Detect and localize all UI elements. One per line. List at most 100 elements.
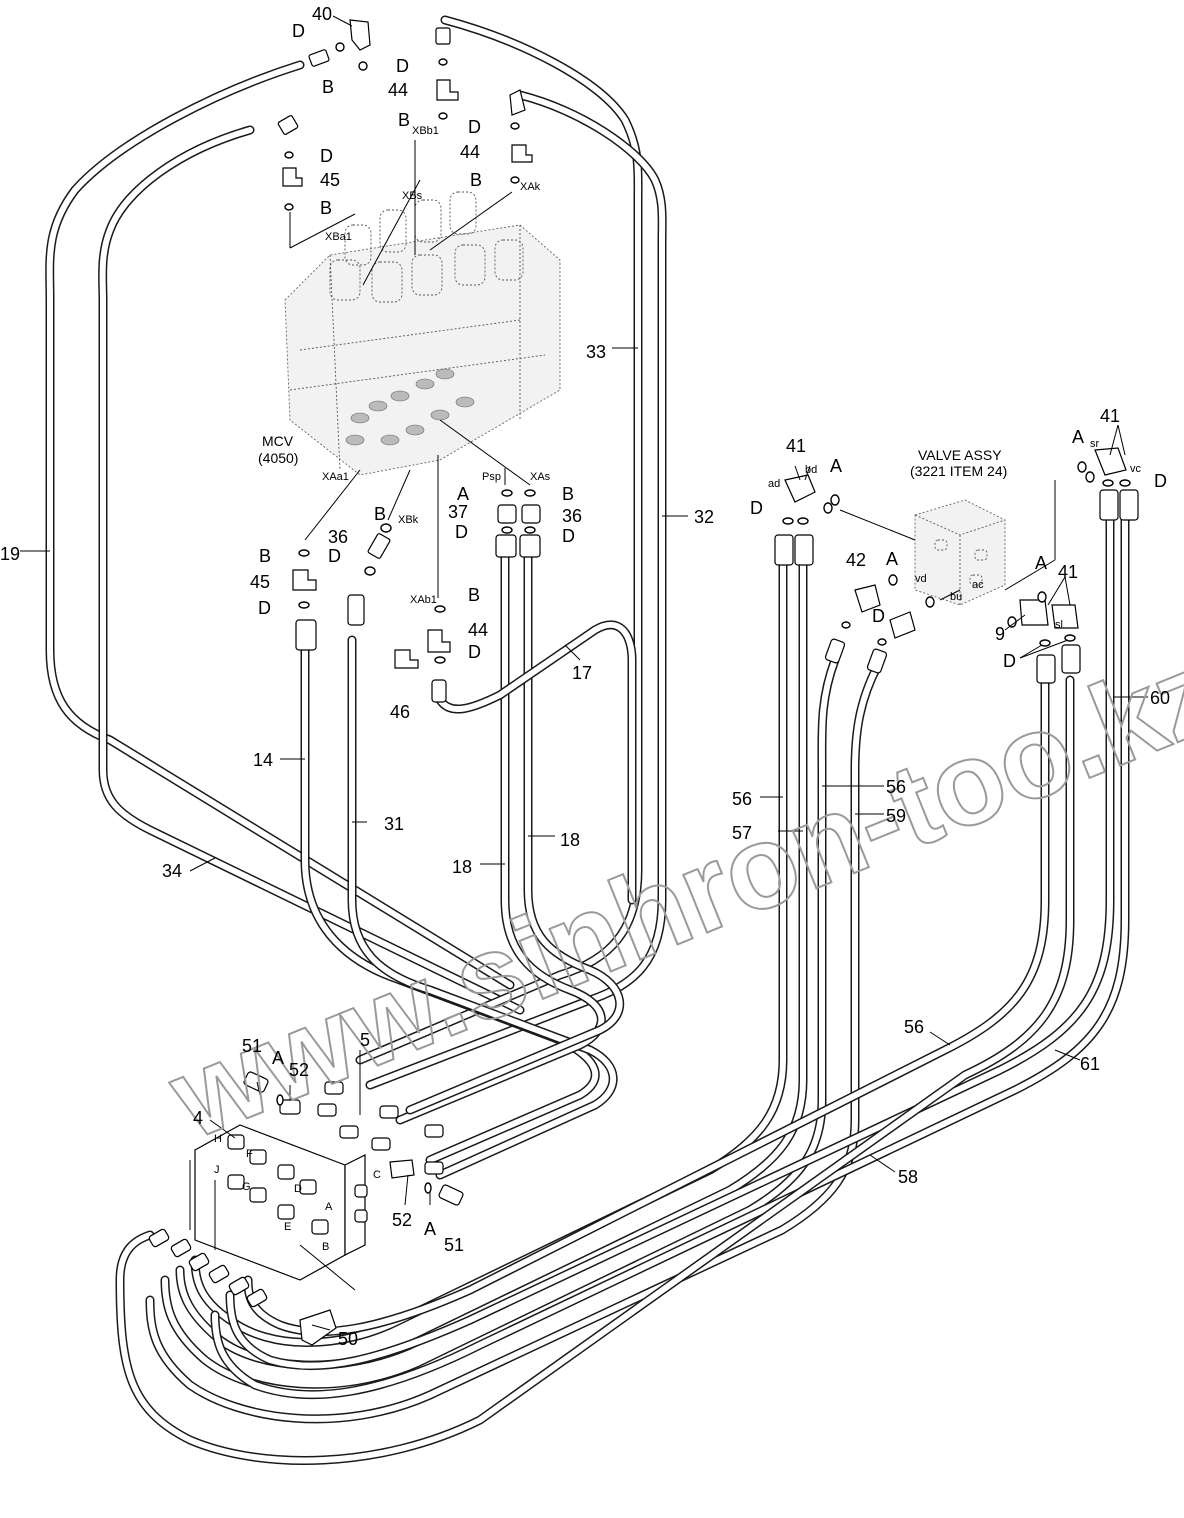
callout-56-a: 56 [732,789,752,809]
port-XBb1: XBb1 [412,125,439,137]
callout-51-b: 51 [444,1235,464,1255]
fittings [148,19,1139,1346]
callout-A-5: A [1035,553,1047,573]
callout-37: 37 [448,502,468,522]
hose-60 [225,515,1115,1371]
callout-57: 57 [732,823,752,843]
callout-41-a: 41 [786,436,806,456]
callout-56-b: 56 [886,777,906,797]
callout-A-7: A [424,1219,436,1239]
callout-50: 50 [338,1329,358,1349]
port-sl: sl [1055,619,1063,631]
hose-58 [115,675,1075,1465]
callout-56-c: 56 [904,1017,924,1037]
callout-40: 40 [312,4,332,24]
callout-D-5: D [455,522,468,542]
callout-D-2: D [396,56,409,76]
callout-A-4: A [1072,427,1084,447]
callout-32: 32 [694,507,714,527]
valve-label-line2: (3221 ITEM 24) [910,463,1007,479]
port-bd: bd [805,464,817,476]
callout-18-b: 18 [560,830,580,850]
hose-17 [435,620,637,905]
port-D: D [294,1183,302,1195]
port-XBk: XBk [398,514,419,526]
callout-A-2: A [830,456,842,476]
callout-59: 59 [886,806,906,826]
port-XAs: XAs [530,471,551,483]
callout-61: 61 [1080,1054,1100,1074]
callout-18-a: 18 [452,857,472,877]
callout-36-a: 36 [562,506,582,526]
manifold-block [194,1124,368,1281]
port-ad: ad [768,478,780,490]
callout-9: 9 [995,624,1005,644]
port-F: F [246,1148,253,1160]
callout-B-2: B [398,110,410,130]
port-B: B [322,1241,329,1253]
callout-42: 42 [846,550,866,570]
callout-B-6: B [374,504,386,524]
hose-34 [98,125,525,1015]
leader-lines [20,15,1148,1331]
callout-46: 46 [390,702,410,722]
hose-19 [45,60,515,990]
callout-44-b: 44 [460,142,480,162]
port-Psp: Psp [482,471,501,483]
valve-assy [914,499,1006,606]
callout-60: 60 [1150,688,1170,708]
port-XBs: XBs [402,190,423,202]
callout-34: 34 [162,861,182,881]
callout-36-b: 36 [328,527,348,547]
callout-A-6: A [272,1048,284,1068]
port-XAk: XAk [520,181,541,193]
hose-61 [210,515,1130,1400]
callout-B-5: B [562,484,574,504]
callout-D-11: D [872,606,885,626]
mcv-label-line2: (4050) [258,450,298,466]
mcv-label-line1: MCV [262,433,294,449]
callout-51-a: 51 [242,1036,262,1056]
callout-D-1: D [292,21,305,41]
hose-31 [347,635,618,1180]
port-J: J [214,1164,220,1176]
callout-41-b: 41 [1100,406,1120,426]
callout-D-9: D [468,642,481,662]
callout-41-c: 41 [1058,562,1078,582]
callout-A-1: A [457,484,469,504]
callout-5: 5 [360,1030,370,1050]
hose-56-a [190,560,788,1347]
port-XBa1: XBa1 [325,231,352,243]
callout-D-10: D [750,498,763,518]
hose-56-c [243,675,1050,1337]
valve-label-line1: VALVE ASSY [918,447,1002,463]
callout-45-b: 45 [250,572,270,592]
hose-32 [365,90,667,1090]
callout-D-8: D [258,598,271,618]
callout-31: 31 [384,814,404,834]
port-vd: vd [915,573,927,585]
callout-33: 33 [586,342,606,362]
port-vc: vc [1130,463,1142,475]
callout-4: 4 [193,1108,203,1128]
port-G: G [242,1181,251,1193]
callout-B-4: B [320,198,332,218]
mcv-block [284,191,561,476]
callout-D-3: D [468,117,481,137]
hose-18-right [405,550,625,1115]
callout-45-a: 45 [320,170,340,190]
callout-D-6: D [562,526,575,546]
hose-59 [145,660,883,1424]
callout-B-8: B [468,585,480,605]
callout-52-a: 52 [289,1060,309,1080]
callout-58: 58 [898,1167,918,1187]
o-rings [276,42,1131,1194]
port-ac: ac [972,579,984,591]
callout-D-7: D [328,546,341,566]
port-labels: XBs XBb1 XAk XBa1 XAa1 XBk XAb1 Psp XAs … [214,125,1142,1253]
callout-14: 14 [253,750,273,770]
callout-52-b: 52 [392,1210,412,1230]
callout-17: 17 [572,663,592,683]
port-sr: sr [1090,438,1100,450]
